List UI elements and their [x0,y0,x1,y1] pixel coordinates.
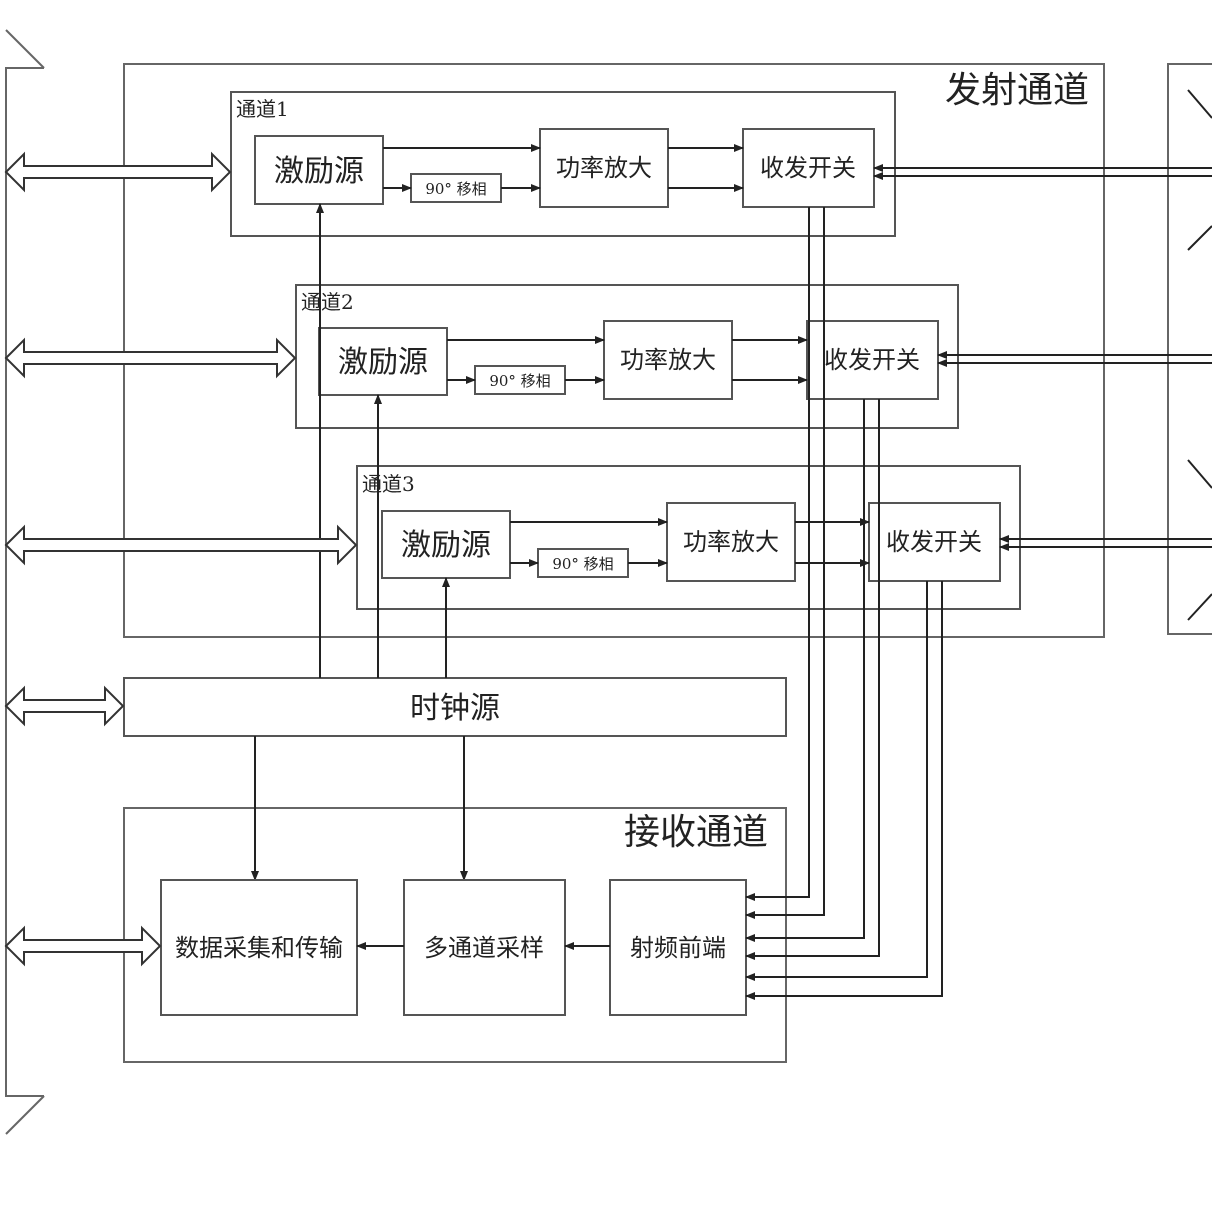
antenna-array-frame [1167,63,1212,635]
bus-link-channel-3 [4,524,358,566]
rx-section [123,807,787,1063]
tx-section [123,63,1105,638]
channel-2-tr-switch [806,320,939,400]
channel-2-label: 通道2 [301,290,354,314]
channel-3-exciter-label: 激励源 [401,528,491,563]
data-acquisition-label: 数据采集和传输 [175,934,343,962]
left-bus [5,67,44,1097]
channel-1-power-amplifier-label: 功率放大 [556,154,652,182]
left-bus-top-notch [5,29,45,69]
channel-1-exciter [254,135,384,205]
multi-channel-sampling-block [403,879,566,1016]
channel-3-label: 通道3 [362,472,415,496]
channel-3-phase-shifter-label: 90° 移相 [552,555,613,573]
channel-3-tr-switch-label: 收发开关 [886,528,982,556]
bus-link-channel-2 [4,337,297,379]
left-bus-bottom-notch [5,1095,45,1135]
channel-2-power-amplifier-label: 功率放大 [620,346,716,374]
channel-2-power-amplifier [603,320,733,400]
bus-link-data [4,925,162,967]
rf-frontend-block [609,879,747,1016]
clock-source [123,677,787,737]
rf-frontend-label: 射频前端 [630,934,726,962]
data-acquisition-block [160,879,358,1016]
antenna-element-3 [1187,459,1212,489]
channel-3-exciter [381,510,511,579]
channel-1-label: 通道1 [236,97,289,121]
channel-2-tr-switch-label: 收发开关 [824,346,920,374]
channel-1-phase-shifter [410,173,502,203]
antenna-element-4 [1187,593,1212,621]
antenna-element-1 [1187,89,1212,119]
channel-3-power-amplifier-label: 功率放大 [683,528,779,556]
channel-2-phase-shifter-label: 90° 移相 [489,372,550,390]
rx-section-title: 接收通道 [624,812,768,853]
tx-section-title: 发射通道 [945,70,1089,111]
channel-1-power-amplifier [539,128,669,208]
antenna-element-2 [1187,225,1212,251]
channel-1-phase-shifter-label: 90° 移相 [425,180,486,198]
bus-link-clock [4,685,125,727]
bus-link-channel-1 [4,151,232,193]
channel-3-power-amplifier [666,502,796,582]
channel-1-tr-switch-label: 收发开关 [760,154,856,182]
multi-channel-sampling-label: 多通道采样 [424,934,544,962]
channel-1-exciter-label: 激励源 [274,154,364,189]
clock-source-label: 时钟源 [410,691,500,726]
channel-3-tr-switch [868,502,1001,582]
channel-2-exciter-label: 激励源 [338,345,428,380]
